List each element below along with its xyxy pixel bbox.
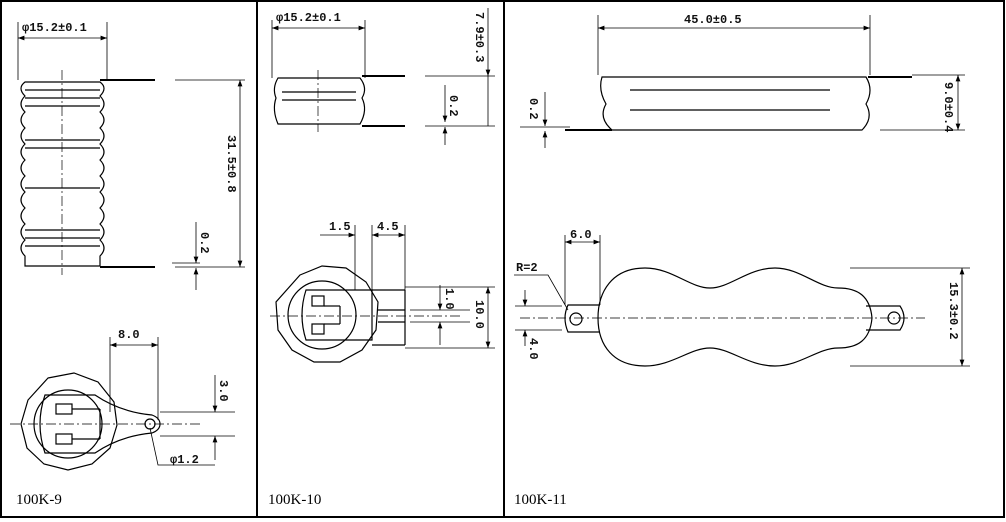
p1-tab-width-label: 3.0: [216, 380, 230, 402]
p3-tab-thickness-label: 0.2: [526, 98, 540, 120]
p3-width-label: 15.3±0.2: [946, 282, 960, 340]
p1-height-label: 31.5±0.8: [224, 135, 238, 193]
p1-hole-label: φ1.2: [170, 453, 199, 467]
caption-100k-11: 100K-11: [514, 492, 567, 508]
p1-tab-thickness-label: 0.2: [197, 232, 211, 254]
p2-tab-width-label: 1.0: [442, 288, 456, 310]
p2-height-label: 7.9±0.3: [472, 12, 486, 62]
p1-tab-length-label: 8.0: [118, 328, 140, 342]
p1-diameter-label: φ15.2±0.1: [22, 21, 87, 35]
p2-gap-b-label: 4.5: [377, 220, 399, 234]
caption-100k-9: 100K-9: [16, 492, 62, 508]
p3-radius-label: R=2: [516, 261, 538, 275]
p2-pin-span-label: 10.0: [472, 300, 486, 329]
p2-gap-a-label: 1.5: [329, 220, 351, 234]
panel-100k-11-top-view: 6.0 R=2 4.0 15.3±0.2: [514, 228, 970, 367]
p3-tab-offset-label: 6.0: [570, 228, 592, 242]
panel-100k-9-side-view: φ15.2±0.1 31.5±0.8 0.2: [17, 21, 245, 290]
p3-length-label: 45.0±0.5: [684, 13, 742, 27]
p3-height-label: 9.0±0.4: [941, 82, 955, 132]
p3-tab-width-label: 4.0: [526, 338, 540, 360]
caption-100k-10: 100K-10: [268, 492, 322, 508]
panel-100k-11-side-view: 45.0±0.5 9.0±0.4 0.2: [520, 13, 965, 148]
p2-tab-thickness-label: 0.2: [446, 95, 460, 117]
panel-100k-10-side-view: φ15.2±0.1 7.9±0.3 0.2: [271, 8, 495, 145]
panel-100k-10-top-view: 1.5 4.5 1.0 10.0: [270, 220, 495, 363]
panel-100k-9-top-view: 8.0 3.0 φ1.2: [10, 328, 235, 471]
p2-diameter-label: φ15.2±0.1: [276, 11, 341, 25]
